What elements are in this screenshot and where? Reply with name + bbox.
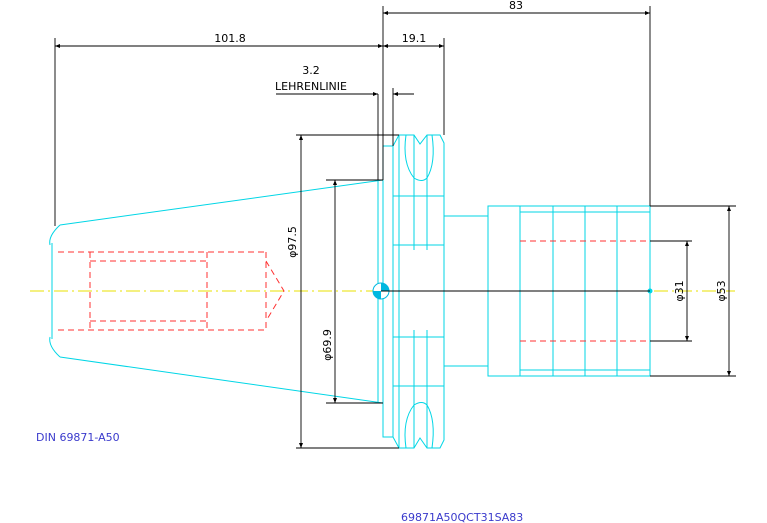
dim-shank-diameter: φ53 <box>715 280 728 301</box>
gauge-line-label: LEHRENLINIE <box>275 80 347 93</box>
hidden-bore <box>58 251 285 331</box>
dim-flange-diameter: φ97.5 <box>286 226 299 258</box>
dim-overall-length: 83 <box>509 0 523 12</box>
dim-flange-length: 19.1 <box>402 32 427 45</box>
gauge-point-symbol <box>372 282 650 300</box>
dim-taper-diameter: φ69.9 <box>321 329 334 361</box>
standard-label: DIN 69871-A50 <box>36 431 120 444</box>
dim-gauge-offset: 3.2 <box>302 64 320 77</box>
vertical-dimensions <box>296 134 736 449</box>
part-number-label: 69871A50QCT31SA83 <box>401 511 523 523</box>
horizontal-dimensions <box>54 6 651 226</box>
flange <box>382 134 445 449</box>
dim-bore-diameter: φ31 <box>673 280 686 301</box>
dim-taper-length: 101.8 <box>214 32 246 45</box>
